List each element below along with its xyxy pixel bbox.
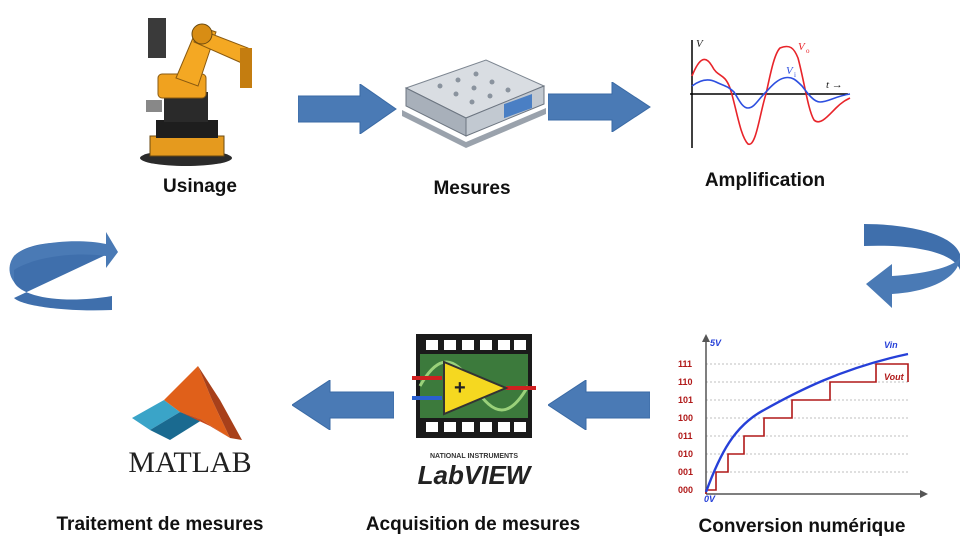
label-conversion: Conversion numérique <box>698 516 906 537</box>
code-010: 010 <box>678 449 693 459</box>
vo-label: V <box>798 41 806 53</box>
plot-v-label: V <box>696 38 704 50</box>
robot-image <box>128 8 268 168</box>
amplification-plot: V V o V i t → <box>684 36 856 152</box>
y-bottom-label: 0V <box>704 494 716 502</box>
label-amplification: Amplification <box>704 170 826 191</box>
curved-arrow-left <box>9 232 118 311</box>
code-011: 011 <box>678 431 693 441</box>
code-001: 001 <box>678 467 693 477</box>
code-000: 000 <box>678 485 693 495</box>
arrow-left-2 <box>292 380 394 430</box>
code-110: 110 <box>678 377 693 387</box>
vi-subscript: i <box>794 71 796 79</box>
vo-subscript: o <box>806 47 810 55</box>
matlab-logo: MATLAB <box>110 360 270 480</box>
code-101: 101 <box>678 395 693 405</box>
label-usinage: Usinage <box>163 176 237 197</box>
adc-conversion-plot: 111 110 101 100 011 010 001 000 5V 0V Vi… <box>672 334 934 502</box>
code-100: 100 <box>678 413 693 423</box>
y-top-label: 5V <box>710 338 722 348</box>
labview-brand-small: NATIONAL INSTRUMENTS <box>430 453 518 460</box>
code-111: 111 <box>678 359 692 369</box>
curved-arrow-right <box>864 224 960 308</box>
dynamometer-image <box>400 50 548 150</box>
arrow-right-2 <box>548 82 651 132</box>
labview-brand: LabVIEW <box>418 460 533 490</box>
vin-label: Vin <box>884 340 898 350</box>
svg-text:+: + <box>454 377 466 399</box>
label-traitement: Traitement de mesures <box>56 514 264 535</box>
labview-logo: + NATIONAL INSTRUMENTS LabVIEW <box>408 330 540 494</box>
arrow-left-1 <box>548 380 650 430</box>
label-mesures: Mesures <box>433 178 511 199</box>
label-acquisition: Acquisition de mesures <box>365 514 581 535</box>
t-axis-label: t → <box>826 79 843 91</box>
vout-label: Vout <box>884 372 905 382</box>
vi-label: V <box>786 65 794 77</box>
matlab-brand: MATLAB <box>128 446 251 479</box>
arrow-right-1 <box>298 84 397 134</box>
